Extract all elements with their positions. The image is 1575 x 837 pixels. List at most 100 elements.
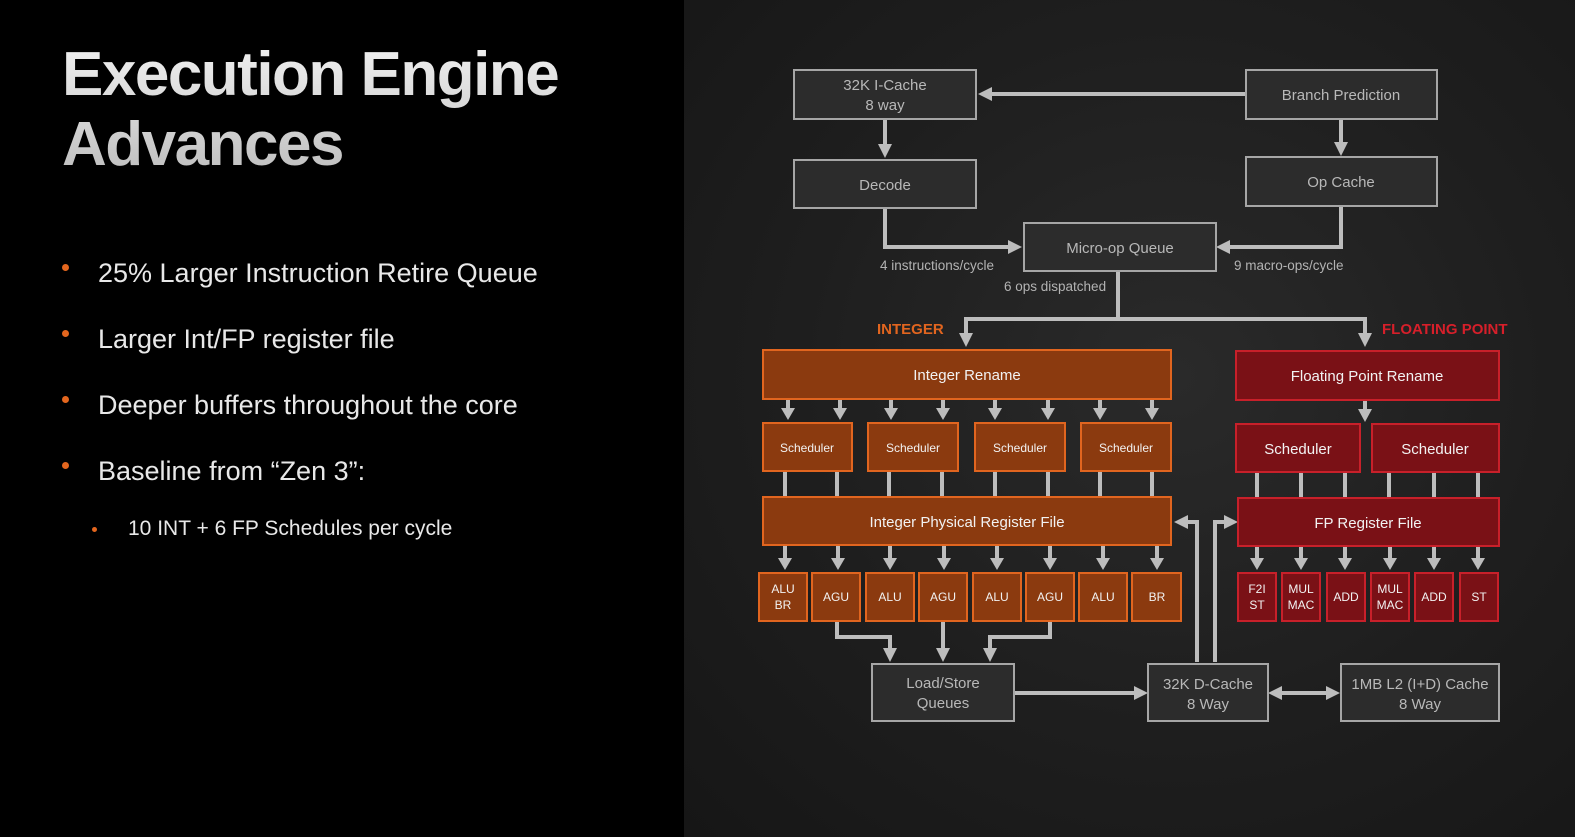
fp-scheduler-lines <box>1255 472 1480 497</box>
int-prf-arrows <box>778 545 1164 570</box>
dcache-box: 32K D-Cache 8 Way <box>1147 663 1269 722</box>
unit-label: F2I <box>1248 582 1265 596</box>
int-unit-alu-br: ALU BR <box>758 572 808 622</box>
op-cache-label: Op Cache <box>1307 174 1375 191</box>
int-scheduler: Scheduler <box>867 422 959 472</box>
int-rename-arrows <box>781 399 1159 420</box>
load-store-label-2: Queues <box>917 695 970 712</box>
fp-unit-add: ADD <box>1326 572 1366 622</box>
connector-line <box>883 208 1010 249</box>
unit-label: ALU <box>771 582 794 596</box>
fp-rename-arrow <box>1358 400 1372 422</box>
l2-cache-box: 1MB L2 (I+D) Cache 8 Way <box>1340 663 1500 722</box>
unit-label: AGU <box>1037 590 1063 604</box>
fp-unit-st: ST <box>1459 572 1499 622</box>
integer-header: INTEGER <box>877 321 944 338</box>
arrowhead-icon <box>978 87 992 101</box>
bullet-dot-icon <box>62 330 69 337</box>
int-unit-alu: ALU <box>972 572 1022 622</box>
bullet-dot-icon <box>62 264 69 271</box>
int-unit-agu: AGU <box>918 572 968 622</box>
microop-queue-label: Micro-op Queue <box>1066 240 1174 257</box>
integer-rename-box: Integer Rename <box>762 349 1172 400</box>
unit-label: BR <box>775 598 792 612</box>
unit-label: AGU <box>930 590 956 604</box>
unit-label: ADD <box>1421 590 1447 604</box>
agu-to-loadstore <box>835 621 1052 662</box>
unit-label: MUL <box>1377 582 1403 596</box>
scheduler-label: Scheduler <box>993 441 1047 455</box>
bullet-text: Larger Int/FP register file <box>98 324 395 354</box>
unit-label: MAC <box>1377 598 1404 612</box>
left-panel: Execution Engine Advances 25% Larger Ins… <box>0 0 684 837</box>
fp-unit-add: ADD <box>1414 572 1454 622</box>
unit-label: ST <box>1471 590 1487 604</box>
decode-label: Decode <box>859 177 911 194</box>
fp-scheduler: Scheduler <box>1371 423 1500 473</box>
unit-label: ALU <box>1091 590 1114 604</box>
fp-rf-label: FP Register File <box>1314 515 1421 532</box>
int-unit-agu: AGU <box>1025 572 1075 622</box>
int-scheduler: Scheduler <box>762 422 853 472</box>
branch-prediction-label: Branch Prediction <box>1282 87 1400 104</box>
int-unit-br: BR <box>1131 572 1182 622</box>
arrowhead-icon <box>878 144 892 158</box>
bullet-dot-icon <box>62 396 69 403</box>
unit-label: ALU <box>878 590 901 604</box>
connector-line <box>964 317 1367 335</box>
load-store-box: Load/Store Queues <box>871 663 1015 722</box>
dcache-label-1: 32K D-Cache <box>1163 676 1253 693</box>
bullet-dot-icon <box>92 527 97 532</box>
decode-box: Decode <box>793 159 977 209</box>
integer-rename-label: Integer Rename <box>913 367 1021 384</box>
unit-label: ST <box>1249 598 1265 612</box>
unit-label: ADD <box>1333 590 1359 604</box>
l2-cache-label-1: 1MB L2 (I+D) Cache <box>1351 676 1488 693</box>
arrowhead-icon <box>959 333 973 347</box>
load-store-label-1: Load/Store <box>906 675 979 692</box>
fp-rf-box: FP Register File <box>1237 497 1500 547</box>
scheduler-label: Scheduler <box>1401 441 1469 458</box>
int-unit-alu: ALU <box>865 572 915 622</box>
unit-label: AGU <box>823 590 849 604</box>
dispatch-note: 6 ops dispatched <box>1004 279 1106 294</box>
int-prf-box: Integer Physical Register File <box>762 496 1172 546</box>
scheduler-label: Scheduler <box>1264 441 1332 458</box>
bullet-text: Deeper buffers throughout the core <box>98 390 518 420</box>
branch-prediction-box: Branch Prediction <box>1245 69 1438 120</box>
dcache-regfile-links <box>1174 515 1238 662</box>
fp-unit-mul-mac: MUL MAC <box>1370 572 1410 622</box>
fp-header: FLOATING POINT <box>1382 321 1508 338</box>
op-cache-box: Op Cache <box>1245 156 1438 207</box>
int-scheduler-lines <box>783 471 1154 496</box>
int-scheduler: Scheduler <box>1080 422 1172 472</box>
scheduler-label: Scheduler <box>780 441 834 455</box>
unit-label: BR <box>1149 590 1166 604</box>
l2-cache-label-2: 8 Way <box>1399 696 1441 713</box>
connectors <box>878 87 1372 347</box>
int-unit-alu: ALU <box>1078 572 1128 622</box>
scheduler-label: Scheduler <box>886 441 940 455</box>
decode-rate-note: 4 instructions/cycle <box>880 258 994 273</box>
arrowhead-icon <box>1216 240 1230 254</box>
bullet-dot-icon <box>62 462 69 469</box>
opcache-rate-note: 9 macro-ops/cycle <box>1234 258 1344 273</box>
unit-label: ALU <box>985 590 1008 604</box>
fp-rename-label: Floating Point Rename <box>1291 368 1444 385</box>
dcache-l2-link <box>1268 686 1340 700</box>
scheduler-label: Scheduler <box>1099 441 1153 455</box>
icache-label-1: 32K I-Cache <box>843 77 926 94</box>
fp-unit-f2i-st: F2I ST <box>1237 572 1277 622</box>
fp-rename-box: Floating Point Rename <box>1235 350 1500 401</box>
icache-box: 32K I-Cache 8 way <box>793 69 977 120</box>
int-scheduler: Scheduler <box>974 422 1066 472</box>
fp-unit-mul-mac: MUL MAC <box>1281 572 1321 622</box>
int-prf-label: Integer Physical Register File <box>869 514 1064 531</box>
unit-label: MUL <box>1288 582 1314 596</box>
microop-queue-box: Micro-op Queue <box>1023 222 1217 272</box>
bullet-text: Baseline from “Zen 3”: <box>98 456 366 486</box>
int-unit-agu: AGU <box>811 572 861 622</box>
arrowhead-icon <box>1008 240 1022 254</box>
bullet-text: 25% Larger Instruction Retire Queue <box>98 258 538 288</box>
